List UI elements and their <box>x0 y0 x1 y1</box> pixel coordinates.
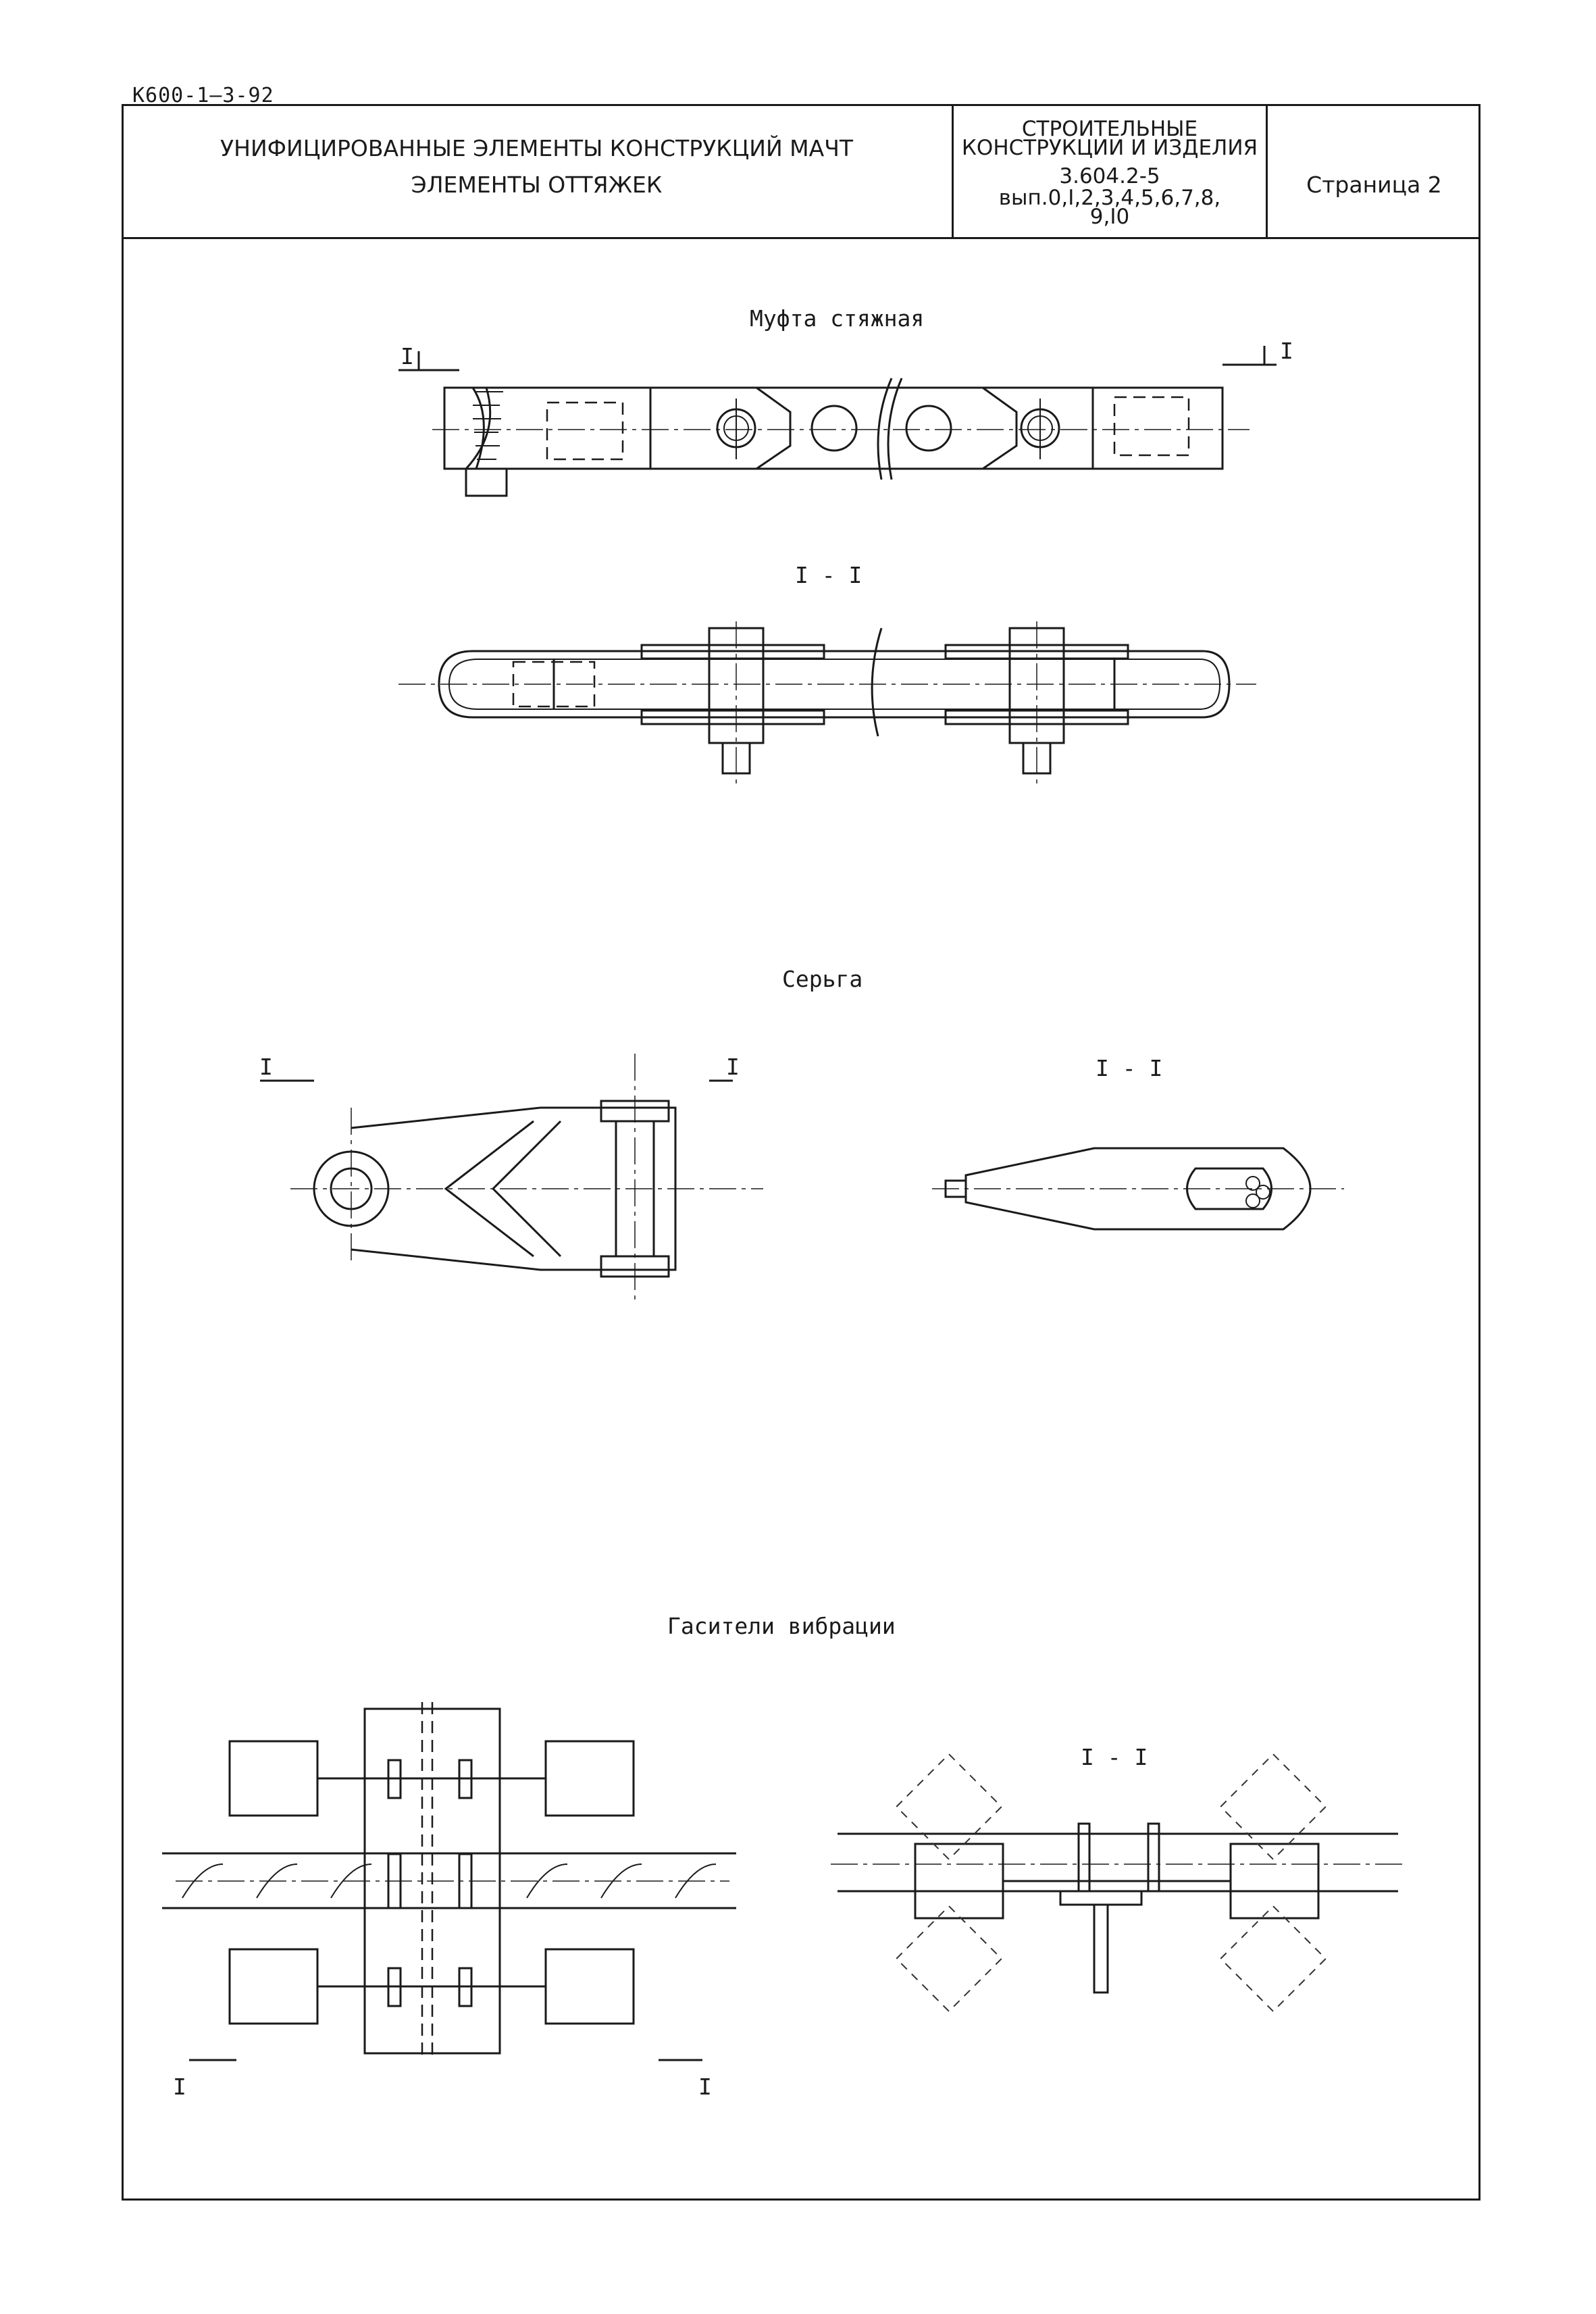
cut-mark-mufta-left: I <box>401 343 414 369</box>
serga-plan-view <box>260 1054 763 1304</box>
mufta-section-view <box>398 621 1256 783</box>
series-cell: СТРОИТЕЛЬНЫЕ КОНСТРУКЦИИ И ИЗДЕЛИЯ 3.604… <box>954 104 1268 237</box>
series-issues-line-2: 9,I0 <box>1089 205 1130 229</box>
cut-mark-serga-right: I <box>726 1054 740 1080</box>
title-cell: УНИФИЦИРОВАННЫЕ ЭЛЕМЕНТЫ КОНСТРУКЦИЙ МАЧ… <box>122 104 954 237</box>
page-label: Страница 2 <box>1306 172 1442 198</box>
gasiteli-plan-view <box>162 1702 736 2061</box>
cut-mark-serga-left: I <box>259 1054 273 1080</box>
mufta-section-label: I - I <box>795 562 863 588</box>
series-line-2: КОНСТРУКЦИИ И ИЗДЕЛИЯ <box>961 136 1258 160</box>
series-line-1: СТРОИТЕЛЬНЫЕ <box>1021 117 1198 141</box>
title-line-2: ЭЛЕМЕНТЫ ОТТЯЖЕК <box>411 172 663 198</box>
series-number: 3.604.2-5 <box>1059 164 1160 188</box>
document-code: К600-1—3-92 <box>132 84 274 107</box>
gasiteli-caption: Гасители вибрации <box>667 1613 896 1639</box>
cut-mark-mufta-right: I <box>1280 338 1293 364</box>
gasiteli-section-label: I - I <box>1081 1744 1148 1770</box>
series-issues-line-1: вып.0,I,2,3,4,5,6,7,8, <box>998 186 1221 210</box>
mufta-plan-view <box>398 346 1277 497</box>
serga-caption: Серьга <box>782 966 863 992</box>
drawing-frame <box>122 104 1481 2201</box>
serga-section-view <box>932 1147 1344 1231</box>
serga-section-label: I - I <box>1096 1055 1163 1081</box>
gasiteli-section-view <box>831 1753 1405 2013</box>
title-block: УНИФИЦИРОВАННЫЕ ЭЛЕМЕНТЫ КОНСТРУКЦИЙ МАЧ… <box>122 104 1481 239</box>
cut-mark-gasiteli-right: I <box>698 2074 712 2100</box>
mufta-caption: Муфта стяжная <box>750 305 925 332</box>
title-line-1: УНИФИЦИРОВАННЫЕ ЭЛЕМЕНТЫ КОНСТРУКЦИЙ МАЧ… <box>220 135 853 161</box>
page-cell: Страница 2 <box>1268 104 1481 237</box>
cut-mark-gasiteli-left: I <box>173 2074 186 2100</box>
